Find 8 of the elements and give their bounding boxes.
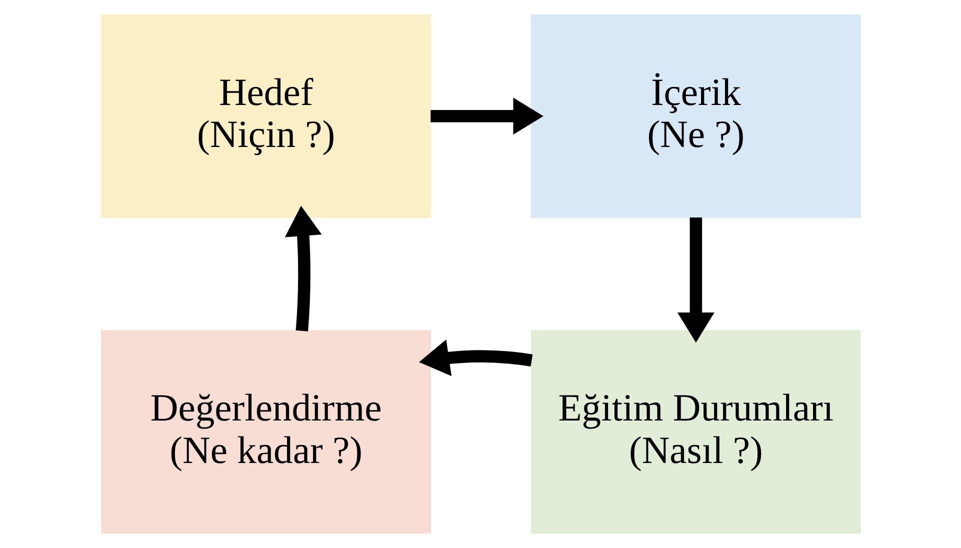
node-box: Eğitim Durumları (Nasıl ?)	[530, 330, 860, 534]
node-box: Hedef (Niçin ?)	[100, 14, 430, 218]
arrow	[430, 98, 543, 135]
node-box: Değerlendirme (Ne kadar ?)	[100, 330, 430, 534]
arrow	[418, 339, 532, 376]
node-box: İçerik (Ne ?)	[530, 14, 860, 218]
arrow	[676, 218, 714, 343]
arrow	[284, 206, 322, 332]
